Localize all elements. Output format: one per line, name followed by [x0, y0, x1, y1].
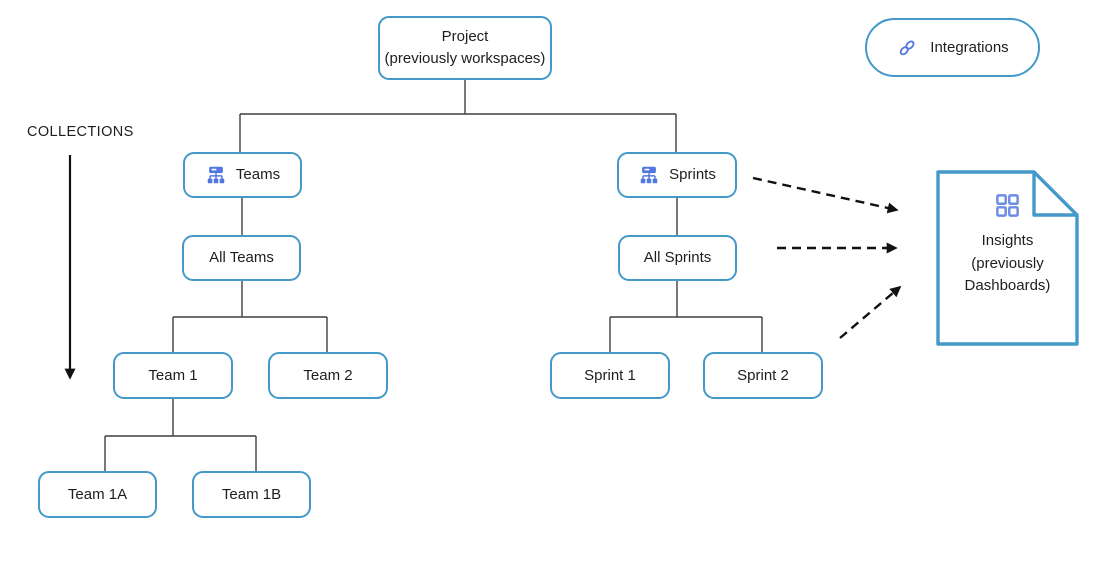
integrations-label: Integrations: [930, 38, 1009, 56]
node-all-sprints: All Sprints: [618, 235, 737, 281]
node-team1b: Team 1B: [192, 471, 311, 518]
node-sprint1: Sprint 1: [550, 352, 670, 399]
node-all-teams: All Teams: [182, 235, 301, 281]
sprints-label: Sprints: [669, 166, 716, 183]
teams-label: Teams: [235, 166, 281, 183]
sprint1-label: Sprint 1: [584, 366, 636, 384]
node-project: Project (previously workspaces): [378, 16, 552, 80]
all-sprints-label: All Sprints: [643, 249, 712, 266]
node-integrations: Integrations: [865, 18, 1040, 77]
insights-label: Insights: [981, 232, 1034, 249]
insights-text: Insights (previously Dashboards): [952, 230, 1064, 298]
team2-label: Team 2: [303, 366, 353, 384]
all-teams-label: All Teams: [209, 249, 274, 266]
project-text: Project (previously workspaces): [385, 26, 546, 71]
org-chart-icon: [205, 164, 227, 186]
node-sprint2: Sprint 2: [703, 352, 823, 399]
project-sublabel: (previously workspaces): [384, 50, 546, 67]
link-icon: [896, 37, 918, 59]
node-team1: Team 1: [113, 352, 233, 399]
sprint2-label: Sprint 2: [737, 366, 789, 384]
team1b-label: Team 1B: [221, 485, 282, 503]
insights-document-shape: [936, 170, 1079, 346]
dashed-arrow-sprints-to-insights: [752, 176, 899, 214]
node-insights: Insights (previously Dashboards): [938, 192, 1077, 298]
node-sprints: Sprints: [617, 152, 737, 198]
node-team1a: Team 1A: [38, 471, 157, 518]
dashed-arrow-sprint2-to-insights: [839, 285, 902, 339]
collections-label: COLLECTIONS: [27, 124, 134, 140]
team1a-label: Team 1A: [67, 485, 128, 503]
team1-label: Team 1: [148, 366, 198, 384]
grid-icon: [994, 192, 1021, 219]
tree-connectors: [104, 80, 763, 471]
project-label: Project: [441, 27, 489, 45]
node-team2: Team 2: [268, 352, 388, 399]
node-teams: Teams: [183, 152, 302, 198]
org-chart-icon: [638, 164, 660, 186]
dashed-arrows: [752, 176, 902, 339]
insights-sublabel: (previously Dashboards): [964, 254, 1051, 295]
